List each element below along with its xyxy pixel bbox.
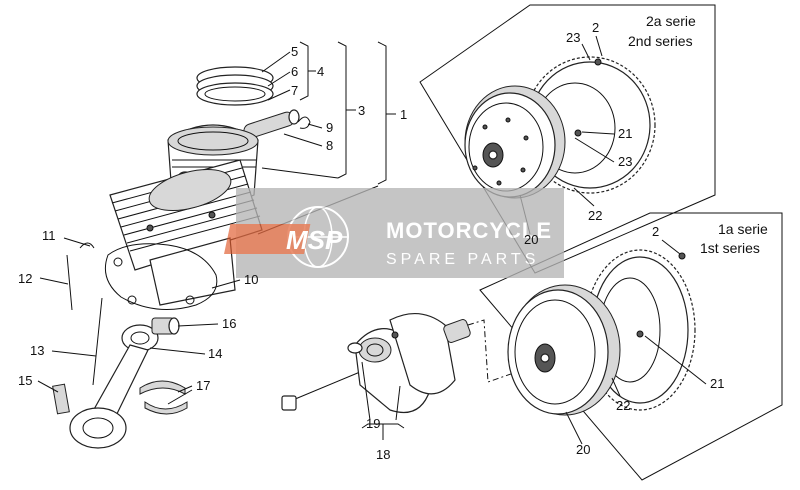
part-label-7: 7: [291, 83, 298, 98]
part-label-2-top: 2: [592, 20, 599, 35]
series-label-first-it: 1a serie: [718, 221, 768, 237]
piston-pin: [243, 109, 300, 139]
base-gasket: [104, 243, 218, 310]
watermark-logo: MSP: [286, 225, 343, 255]
flywheel-second-series: [464, 56, 656, 199]
piston-rings: [196, 66, 274, 106]
stud-bolts: [52, 242, 103, 415]
part-label-6: 6: [291, 64, 298, 79]
part-label-9: 9: [326, 120, 333, 135]
part-label-10: 10: [244, 272, 258, 287]
watermark-subtitle: SPARE PARTS: [386, 251, 539, 268]
series-label-second-it: 2a serie: [646, 13, 696, 29]
part-label-21-bottom: 21: [710, 376, 724, 391]
part-label-17: 17: [196, 378, 210, 393]
part-label-3: 3: [358, 103, 365, 118]
part-label-4: 4: [317, 64, 324, 79]
part-label-20-bottom: 20: [576, 442, 590, 457]
flywheel-first-series: [507, 249, 696, 416]
part-label-12: 12: [18, 271, 32, 286]
part-label-22-top: 22: [588, 208, 602, 223]
part-label-23-b: 23: [618, 154, 632, 169]
part-label-13: 13: [30, 343, 44, 358]
part-label-2-bottom: 2: [652, 224, 659, 239]
part-label-1: 1: [400, 107, 407, 122]
part-label-14: 14: [208, 346, 222, 361]
first-series-box: [479, 212, 783, 481]
bearing-shells: [139, 380, 188, 415]
leader-lines: [37, 35, 707, 445]
series-label-first-en: 1st series: [700, 240, 760, 256]
part-label-21-top: 21: [618, 126, 632, 141]
part-label-15: 15: [18, 373, 32, 388]
part-label-16: 16: [222, 316, 236, 331]
cylinder: [109, 159, 263, 306]
part-label-5: 5: [291, 44, 298, 59]
part-label-20-top: 20: [524, 232, 538, 247]
watermark: MSP MOTORCYCLE SPARE PARTS: [224, 188, 564, 278]
part-label-19: 19: [366, 416, 380, 431]
series-label-second-en: 2nd series: [628, 33, 693, 49]
part-label-23-a: 23: [566, 30, 580, 45]
part-label-18: 18: [376, 447, 390, 462]
connecting-rod: [69, 324, 159, 449]
part-label-8: 8: [326, 138, 333, 153]
assembly-axis-line: [467, 319, 529, 383]
circlip: [297, 116, 311, 129]
part-label-11: 11: [42, 228, 56, 243]
small-end-bush: [151, 317, 180, 335]
watermark-title: MOTORCYCLE: [386, 218, 552, 243]
crankshaft: [281, 313, 471, 414]
part-label-22-bottom: 22: [616, 398, 630, 413]
